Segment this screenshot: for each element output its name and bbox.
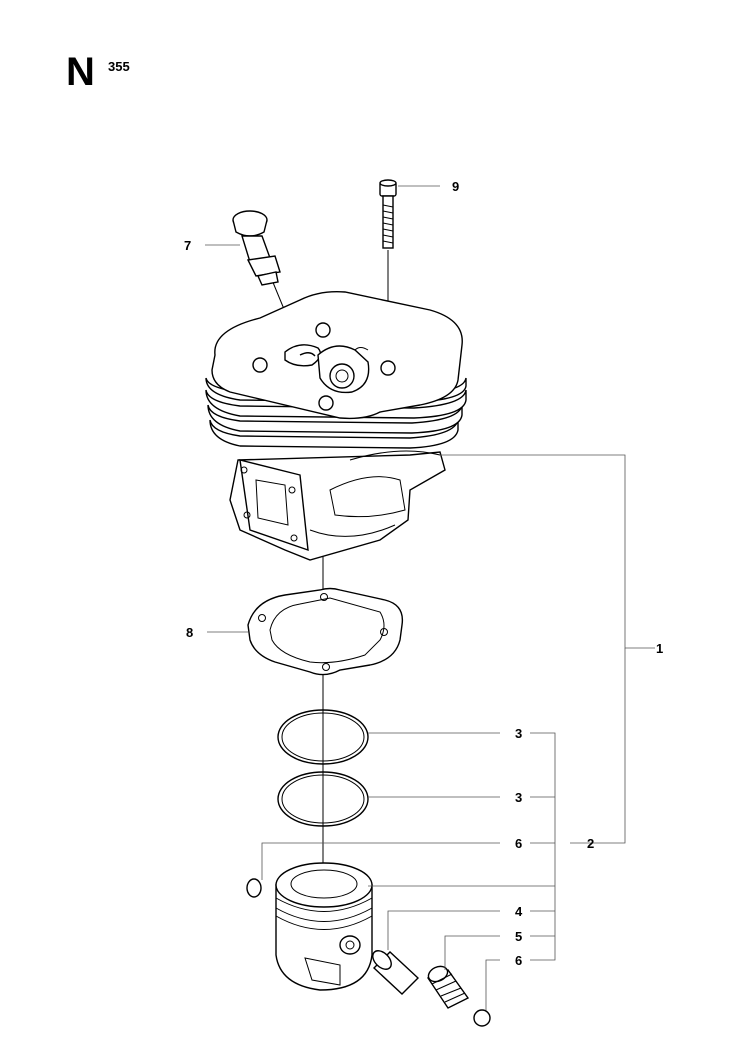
callout-4: 4 (515, 904, 523, 919)
part-decompression-valve (232, 210, 281, 286)
leader-lines (205, 185, 655, 1010)
part-piston-ring-upper (277, 709, 369, 765)
part-needle-bearing (426, 965, 470, 1009)
callout-8: 8 (186, 625, 193, 640)
callout-3-upper: 3 (515, 726, 522, 741)
part-piston (275, 862, 373, 991)
callout-1: 1 (656, 641, 663, 656)
callout-6-left: 6 (515, 836, 522, 851)
callout-9: 9 (452, 179, 459, 194)
callout-6-right: 6 (515, 953, 522, 968)
callout-7: 7 (184, 238, 191, 253)
part-bolt (379, 179, 397, 249)
section-number: 355 (108, 59, 130, 74)
part-gasket (247, 587, 404, 676)
part-circlip-right (473, 1009, 491, 1027)
part-cylinder (205, 290, 467, 561)
section-letter: N (66, 50, 95, 94)
part-piston-pin (372, 950, 420, 995)
callout-5: 5 (515, 929, 522, 944)
callout-3-lower: 3 (515, 790, 522, 805)
part-circlip-left (246, 878, 262, 898)
part-piston-ring-lower (277, 771, 369, 827)
callout-2: 2 (587, 836, 594, 851)
